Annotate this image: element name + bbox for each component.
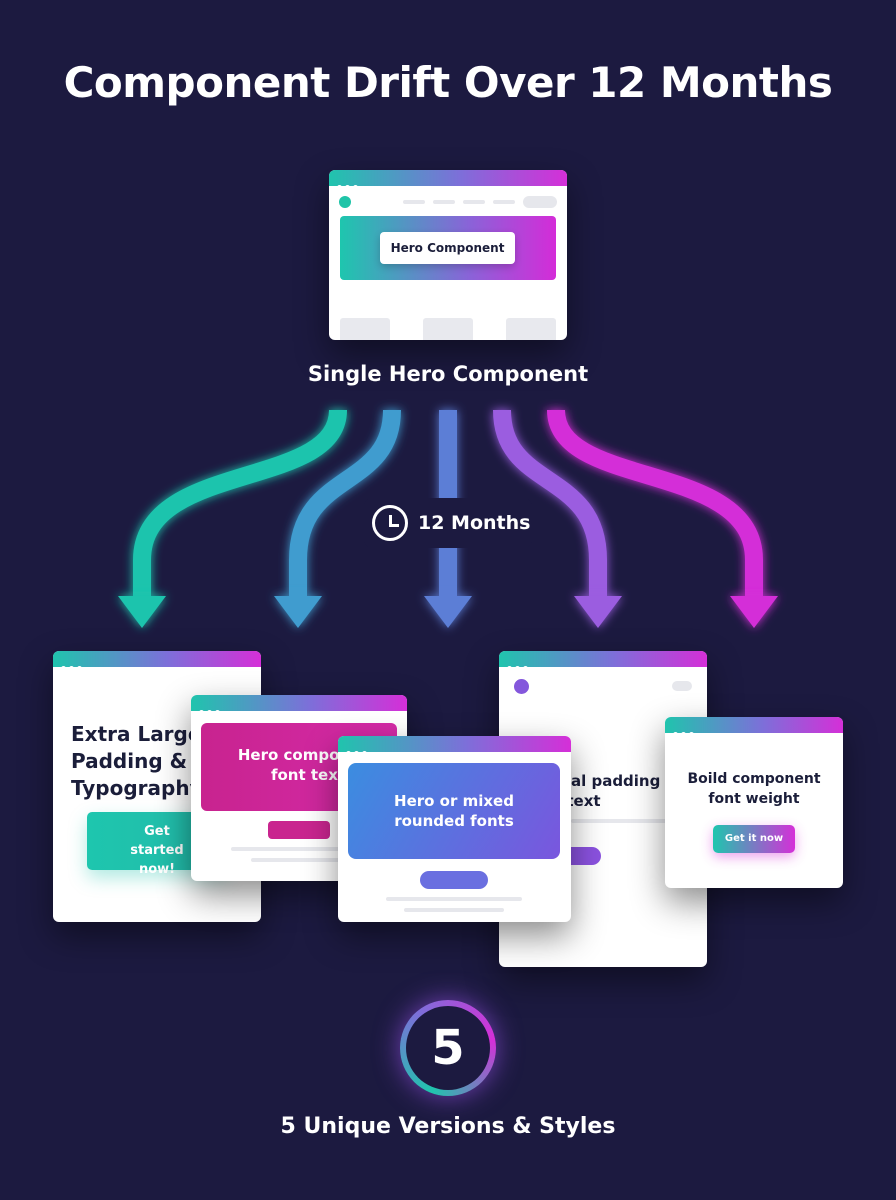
nav-line xyxy=(433,200,455,204)
version-count: 5 xyxy=(406,1006,490,1090)
arrow-cyan-blue xyxy=(289,409,401,598)
arrow-teal xyxy=(133,409,347,598)
nav-pill xyxy=(523,196,557,208)
nav-line xyxy=(403,200,425,204)
text-line xyxy=(571,819,671,823)
placeholder-card xyxy=(340,318,390,340)
source-component-window: Hero Component xyxy=(329,170,567,340)
arrow-magenta xyxy=(547,409,763,598)
mock-navbar xyxy=(339,196,557,208)
nav-pill xyxy=(672,681,692,691)
logo-dot-icon xyxy=(514,679,529,694)
arrow-purple xyxy=(493,409,607,598)
window-titlebar xyxy=(499,651,707,671)
nav-line xyxy=(463,200,485,204)
get-it-now-button[interactable]: Get it now xyxy=(713,825,795,853)
window-titlebar xyxy=(191,695,407,715)
text-line xyxy=(386,897,522,901)
text-line xyxy=(251,858,351,862)
timeline-text: 12 Months xyxy=(418,512,531,534)
hero-banner: Hero or mixed rounded fonts xyxy=(348,763,560,859)
window-dots-icon xyxy=(346,741,370,760)
arrowhead-purple xyxy=(574,596,622,628)
source-label: Single Hero Component xyxy=(307,362,589,386)
version-1-heading: Extra Large Padding & Typography xyxy=(71,722,203,800)
cta-button[interactable] xyxy=(420,871,488,889)
page-title: Component Drift Over 12 Months xyxy=(63,58,833,107)
window-dots-icon xyxy=(199,700,223,719)
text-line xyxy=(404,908,504,912)
arrowhead-teal xyxy=(118,596,166,628)
text-line xyxy=(231,847,371,851)
logo-dot-icon xyxy=(339,196,351,208)
arrowhead-magenta xyxy=(730,596,778,628)
placeholder-card xyxy=(423,318,473,340)
hero-component-button: Hero Component xyxy=(380,232,515,264)
arrowhead-cyan-blue xyxy=(274,596,322,628)
version-window-5: Boild component font weight Get it now xyxy=(665,717,843,888)
arrowhead-blue xyxy=(424,596,472,628)
hero-banner: Hero Component xyxy=(340,216,556,280)
window-dots-icon xyxy=(507,656,531,675)
cta-button[interactable] xyxy=(268,821,330,839)
version-window-3: Hero or mixed rounded fonts xyxy=(338,736,571,922)
window-titlebar xyxy=(53,651,261,671)
version-5-heading: Boild component font weight xyxy=(687,771,821,807)
window-dots-icon xyxy=(61,656,85,675)
nav-line xyxy=(493,200,515,204)
version-3-heading: Hero or mixed rounded fonts xyxy=(394,792,514,830)
placeholder-card xyxy=(506,318,556,340)
version-count-badge: 5 xyxy=(400,1000,496,1096)
window-dots-icon xyxy=(673,722,697,741)
window-titlebar xyxy=(665,717,843,737)
summary-label: 5 Unique Versions & Styles xyxy=(280,1114,616,1139)
clock-icon xyxy=(372,505,408,541)
window-titlebar xyxy=(329,170,567,190)
timeline-label: 12 Months xyxy=(372,504,530,542)
window-dots-icon xyxy=(337,175,361,194)
window-titlebar xyxy=(338,736,571,756)
